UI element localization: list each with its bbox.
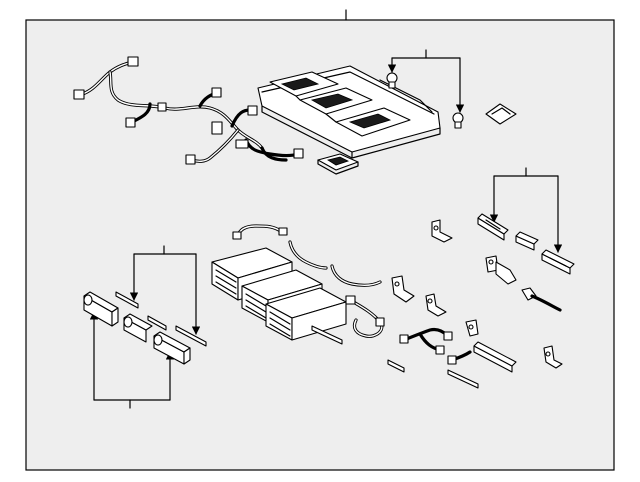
bracket-5 bbox=[543, 345, 563, 369]
cable-2 bbox=[288, 240, 328, 270]
terminal-cover-3 bbox=[153, 331, 191, 365]
bus-bar-right-3 bbox=[541, 249, 575, 275]
small-sensor bbox=[521, 287, 562, 312]
bracket-4 bbox=[465, 319, 479, 337]
left-strip-3 bbox=[175, 325, 207, 347]
left-strip-2 bbox=[147, 315, 167, 331]
bus-bar-right-2 bbox=[515, 231, 539, 251]
callout-left-top bbox=[129, 245, 201, 335]
strip-1 bbox=[311, 325, 343, 345]
callout-top bbox=[387, 49, 465, 113]
callout-right bbox=[489, 167, 563, 253]
battery-tray-assembly bbox=[257, 65, 441, 159]
bus-bar-long bbox=[447, 341, 517, 373]
harness-small bbox=[399, 327, 453, 355]
clip-fastener-1 bbox=[386, 72, 398, 89]
terminal-cover-1 bbox=[83, 291, 119, 327]
wire-harness bbox=[73, 56, 304, 165]
insulator-pad bbox=[485, 103, 517, 125]
battery-module-3 bbox=[265, 287, 347, 341]
sensor-bracket bbox=[485, 255, 517, 285]
bracket-1 bbox=[431, 219, 453, 243]
clip-fastener-2 bbox=[452, 112, 464, 129]
bracket-2 bbox=[391, 275, 415, 303]
cable-3 bbox=[330, 264, 382, 287]
bus-bar-right-1 bbox=[477, 213, 509, 241]
callout-left-bottom bbox=[89, 311, 175, 409]
left-strip-1 bbox=[115, 291, 139, 309]
strip-2 bbox=[387, 359, 405, 373]
bracket-3 bbox=[425, 293, 447, 317]
cable-1 bbox=[232, 224, 288, 240]
cable-4 bbox=[345, 295, 385, 338]
strip-3 bbox=[447, 369, 479, 389]
terminal-cover-2 bbox=[123, 313, 153, 343]
